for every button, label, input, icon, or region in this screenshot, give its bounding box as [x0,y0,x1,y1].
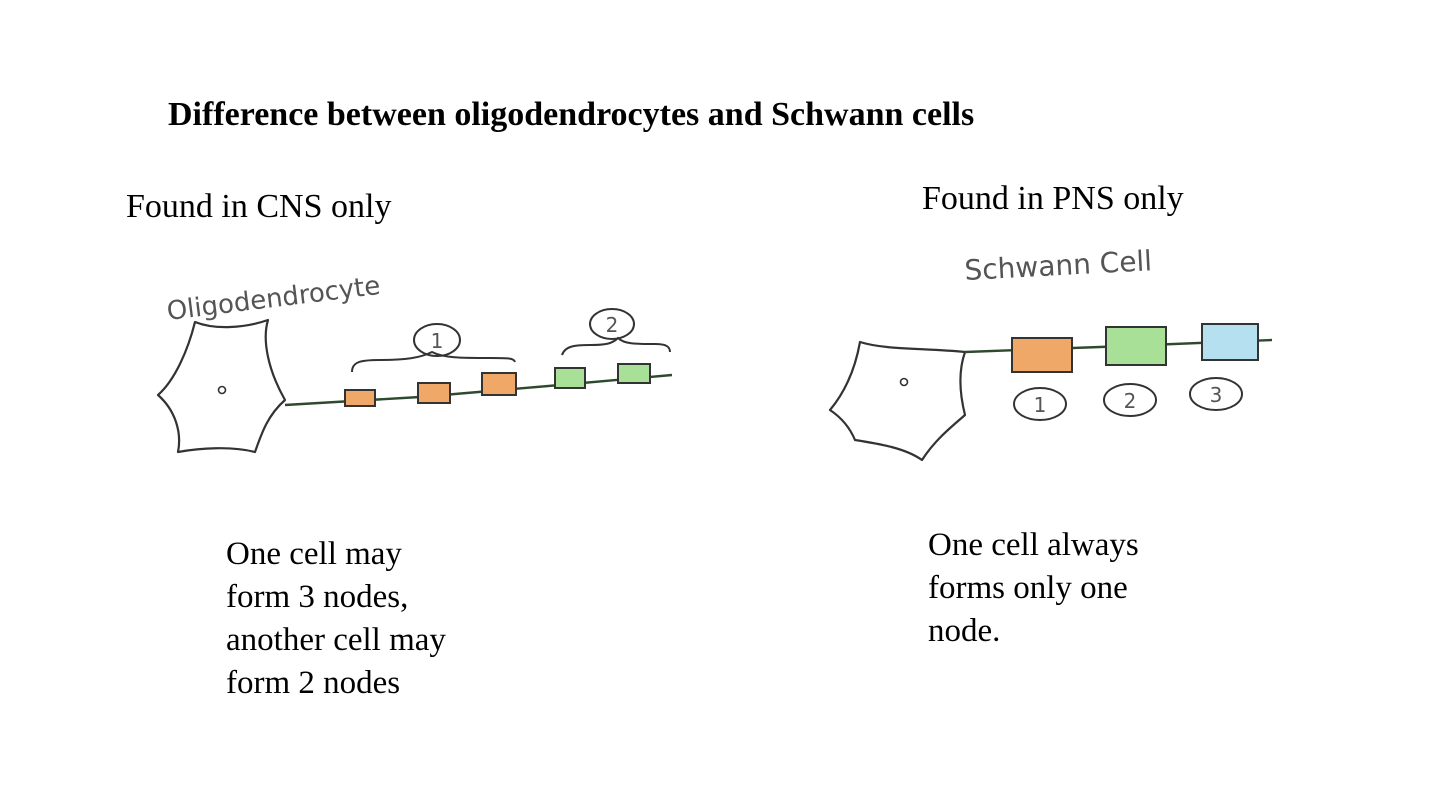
blue-schwann-node [1202,324,1258,360]
oligodendrocyte-diagram: Oligodendrocyte 1 2 [158,271,672,452]
oligodendrocyte-label: Oligodendrocyte [165,271,382,327]
cns-description-line: another cell may [226,619,446,662]
schwann-cell-body [830,342,965,460]
oligodendrocyte-nucleus [219,387,226,394]
pns-description-line: One cell always [928,524,1139,567]
oligodendrocyte-axon [285,375,672,405]
cns-description-line: One cell may [226,533,446,576]
schwann-cell-nucleus [901,379,908,386]
orange-myelin-node [345,390,375,406]
cns-description-line: form 3 nodes, [226,576,446,619]
node-2-label: 2 [1124,389,1137,413]
cns-description-line: form 2 nodes [226,662,446,705]
group-2-brace [562,338,670,355]
green-myelin-node [555,368,585,388]
group-2-label: 2 [606,313,619,337]
schwann-cell-label: Schwann Cell [964,244,1153,287]
orange-schwann-node [1012,338,1072,372]
node-3-label: 3 [1210,383,1223,407]
orange-myelin-node [482,373,516,395]
cns-description: One cell may form 3 nodes, another cell … [226,533,446,705]
pns-description-line: forms only one [928,567,1139,610]
node-1-label: 1 [1034,393,1047,417]
pns-description-line: node. [928,610,1139,653]
schwann-cell-diagram: Schwann Cell 1 2 3 [830,244,1272,460]
orange-myelin-node [418,383,450,403]
pns-description: One cell always forms only one node. [928,524,1139,653]
group-1-label: 1 [431,329,444,353]
green-myelin-node [618,364,650,383]
green-schwann-node [1106,327,1166,365]
